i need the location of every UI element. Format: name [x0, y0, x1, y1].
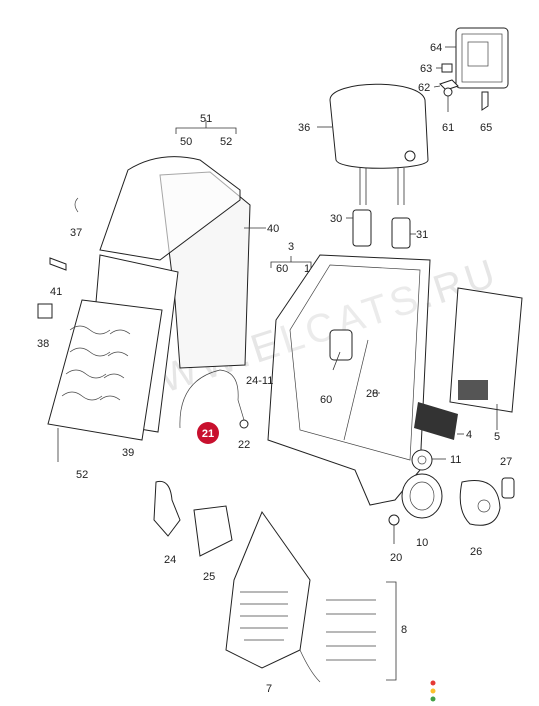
label-50: 50: [180, 136, 192, 148]
label-64: 64: [430, 42, 442, 54]
label-41: 41: [50, 286, 62, 298]
status-dot-yellow: [430, 688, 436, 694]
label-62: 62: [418, 82, 430, 94]
wire-21-part[interactable]: [179, 369, 245, 429]
clip-37-part[interactable]: [74, 197, 79, 213]
guide-30-part[interactable]: [352, 209, 372, 247]
label-39: 39: [122, 447, 134, 459]
bracket-24-part[interactable]: [153, 480, 181, 537]
clip-set-8-part[interactable]: [326, 581, 397, 681]
label-8: 8: [401, 624, 407, 636]
clip-63-part[interactable]: [441, 63, 453, 73]
label-65: 65: [480, 122, 492, 134]
status-dot-red: [430, 680, 436, 686]
label-27: 27: [500, 456, 512, 468]
label-40: 40: [267, 223, 279, 235]
cap-27-part[interactable]: [501, 477, 515, 499]
label-61: 61: [442, 122, 454, 134]
label-1: 1: [304, 263, 310, 275]
trim-strip-4-part[interactable]: [414, 402, 458, 440]
screw-61-part[interactable]: [443, 87, 453, 112]
screw-20-part[interactable]: [388, 514, 400, 544]
clip-65-part[interactable]: [481, 91, 489, 111]
label-63: 63: [420, 63, 432, 75]
label-5: 5: [494, 431, 500, 443]
label-31: 31: [416, 229, 428, 241]
label-11: 11: [450, 454, 461, 466]
label-3: 3: [288, 241, 294, 253]
bracket-62-part[interactable]: [439, 79, 459, 91]
headrest-part[interactable]: [329, 83, 429, 205]
label-25: 25: [203, 571, 215, 583]
label-51: 51: [200, 113, 212, 125]
highlight-marker[interactable]: [197, 422, 219, 444]
knob-11-part[interactable]: [411, 449, 433, 471]
clip-38-part[interactable]: [37, 303, 53, 319]
status-dot-green: [430, 696, 436, 702]
heater-mat-part[interactable]: [47, 299, 163, 462]
backrest-cover-part[interactable]: [99, 156, 241, 261]
highlight-label: 21: [202, 428, 214, 440]
cable-28-part[interactable]: [343, 339, 369, 441]
label-4: 4: [466, 429, 472, 441]
label-52-top: 52: [220, 136, 232, 148]
label-60: 60: [320, 394, 332, 406]
label-60-top: 60: [276, 263, 288, 275]
label-30: 30: [330, 213, 342, 225]
backrest-frame-part[interactable]: [267, 254, 431, 506]
clip-41-part[interactable]: [49, 257, 67, 271]
label-52: 52: [76, 469, 88, 481]
wheel-10-part[interactable]: [401, 473, 443, 519]
lumbar-support-part[interactable]: [225, 510, 311, 669]
cover-26-part[interactable]: [459, 480, 501, 526]
label-28: 28: [366, 388, 378, 400]
label-10: 10: [416, 537, 428, 549]
label-7: 7: [266, 683, 272, 695]
label-37: 37: [70, 227, 82, 239]
label-24: 24: [164, 554, 176, 566]
actuator-60-part[interactable]: [329, 329, 353, 361]
label-38: 38: [37, 338, 49, 350]
label-36: 36: [298, 122, 310, 134]
label-22: 22: [238, 439, 250, 451]
date-stamp: 24-11: [246, 375, 273, 387]
label-20: 20: [390, 552, 402, 564]
back-panel-5-part[interactable]: [449, 287, 523, 413]
guide-31-part[interactable]: [391, 217, 411, 249]
bolt-22-part[interactable]: [239, 419, 249, 429]
label-26: 26: [470, 546, 482, 558]
display-unit-part[interactable]: [455, 27, 509, 89]
cover-25-part[interactable]: [193, 505, 233, 557]
